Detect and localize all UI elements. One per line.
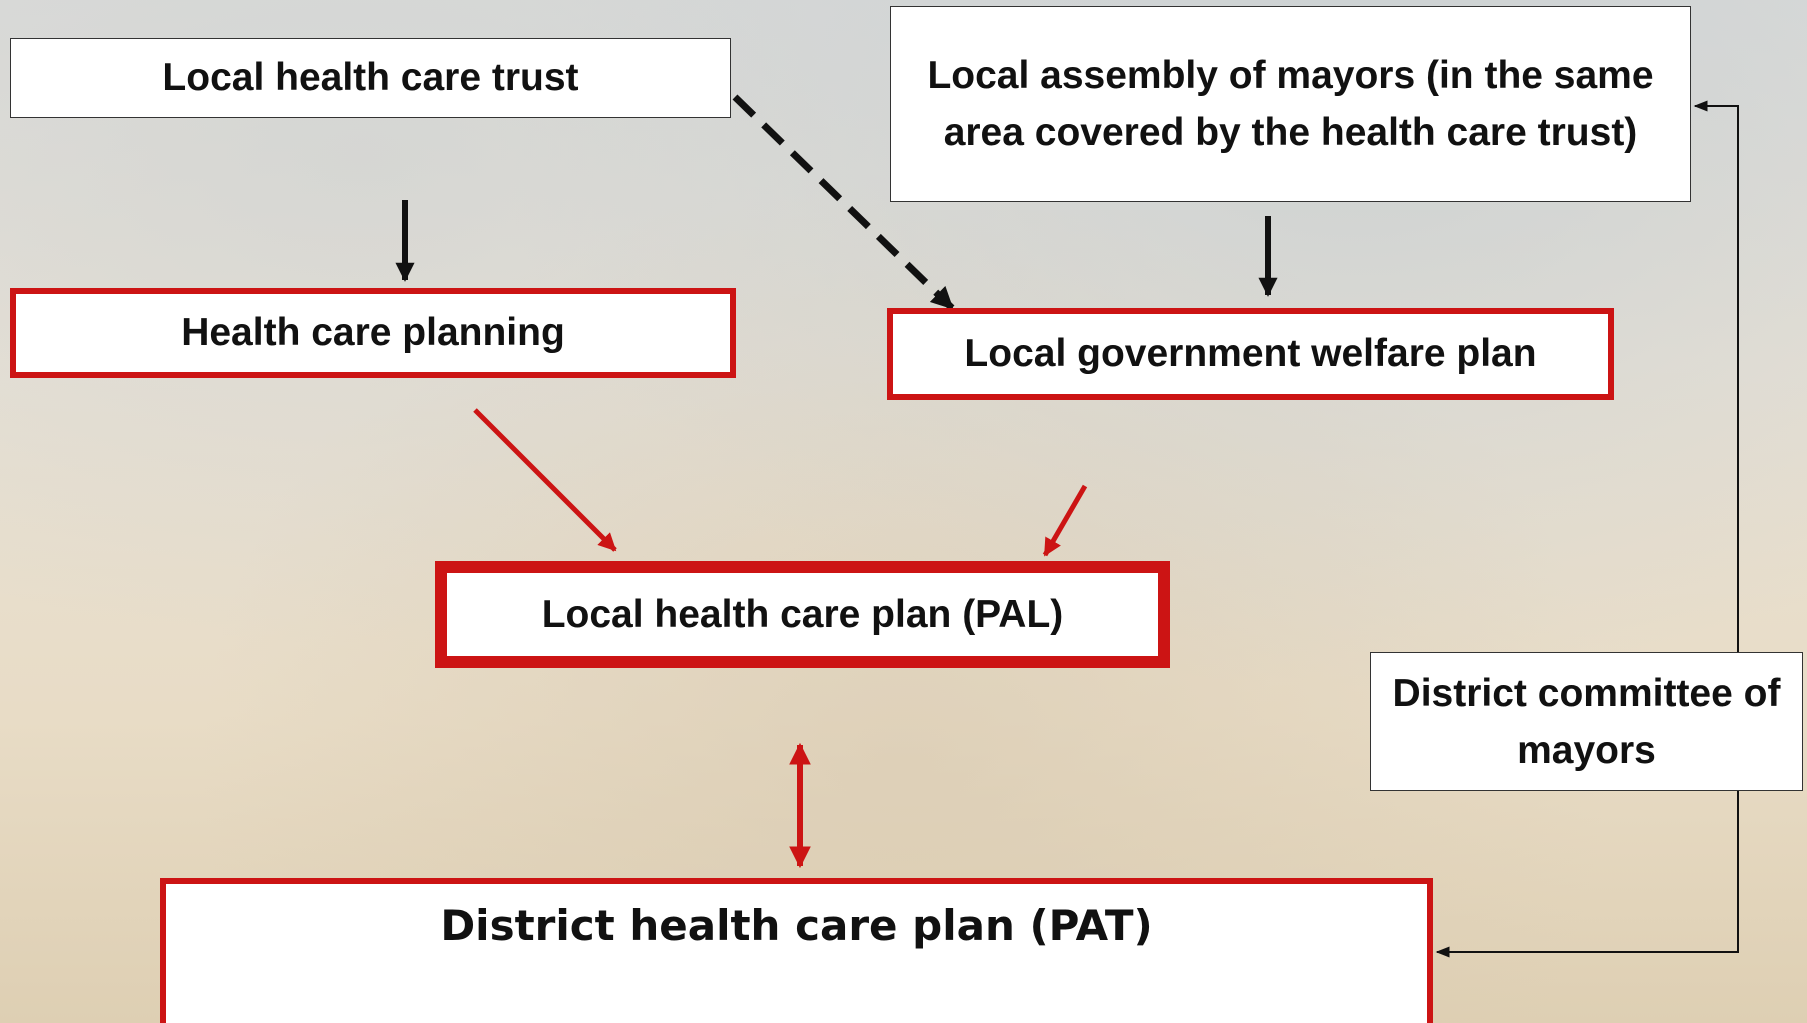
arrow-welfare-to-pal xyxy=(1042,484,1088,557)
node-label: Local government welfare plan xyxy=(964,332,1537,375)
node-local-health-care-trust: Local health care trust xyxy=(10,38,731,118)
node-district-health-care-plan: District health care plan (PAT) xyxy=(160,878,1433,1023)
arrow-planning-to-pal xyxy=(473,408,617,552)
node-local-government-welfare-plan: Local government welfare plan xyxy=(887,308,1614,400)
node-label: Local assembly of mayors (in the same ar… xyxy=(927,54,1654,154)
node-label: Local health care trust xyxy=(162,56,579,99)
node-local-assembly-of-mayors: Local assembly of mayors (in the same ar… xyxy=(890,6,1691,202)
connector-committee-to-assembly xyxy=(1693,100,1739,652)
dashed-arrow-trust-to-welfare xyxy=(732,94,955,311)
node-label: Health care planning xyxy=(181,311,565,354)
node-local-health-care-plan: Local health care plan (PAL) xyxy=(435,561,1170,668)
node-health-care-planning: Health care planning xyxy=(10,288,736,378)
node-district-committee-of-mayors: District committee of mayors xyxy=(1370,652,1803,791)
node-label: District committee of mayors xyxy=(1392,671,1781,772)
node-label: Local health care plan (PAL) xyxy=(541,592,1064,636)
node-label: District health care plan (PAT) xyxy=(440,901,1153,950)
connector-committee-to-pat xyxy=(1435,791,1739,958)
